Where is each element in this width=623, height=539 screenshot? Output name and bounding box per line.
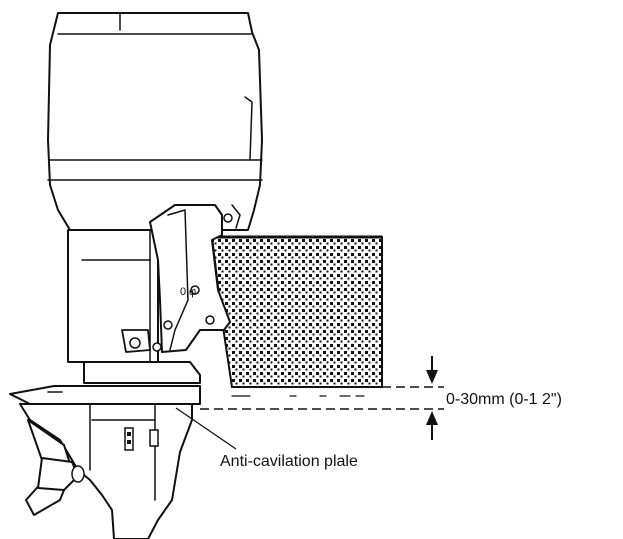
steering-parts [121,329,162,353]
propeller [25,419,85,516]
anti-cavitation-plate [9,361,201,405]
boat-hull [210,235,383,388]
plate-leader-line [175,407,237,450]
clearance-label: 0-30mm (0-1 2") [446,391,562,408]
engine-cowling [47,12,263,231]
plate-label: Anti-cavilation plale [220,453,358,470]
dimension-lines [200,386,444,410]
arrow-up-icon [426,411,438,440]
clamp-bracket: 0|φ [149,204,241,353]
arrow-down-icon [426,356,438,384]
bracket-decal: 0|φ [180,286,196,298]
